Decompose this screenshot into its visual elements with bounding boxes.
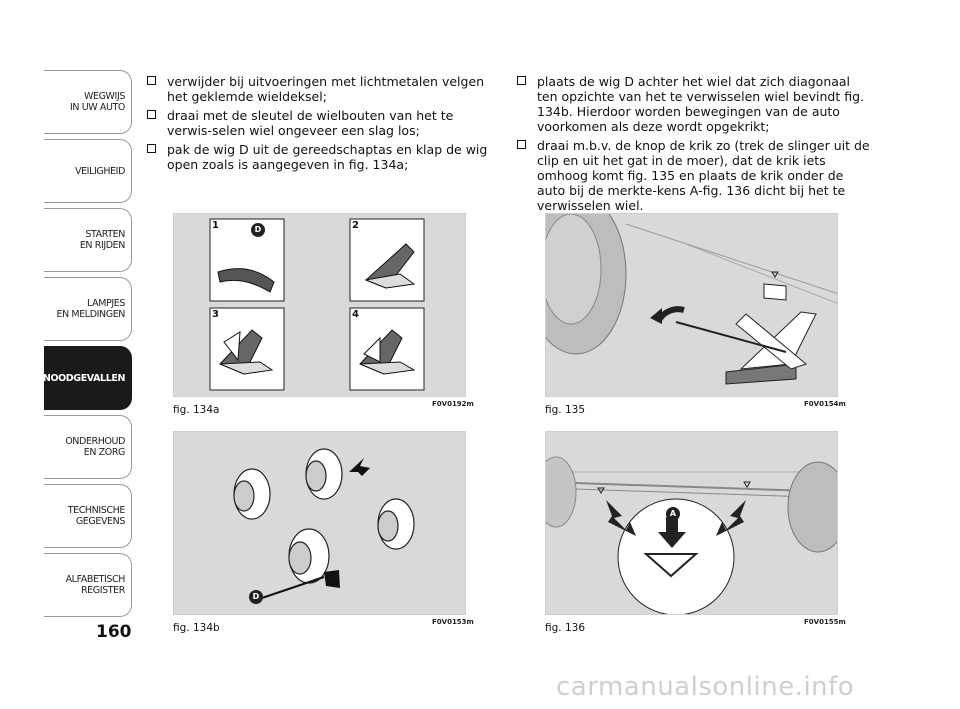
tab-label: ALFABETISCH REGISTER — [65, 574, 126, 596]
list-item: draai met de sleutel de wielbouten van h… — [145, 108, 497, 138]
figure-136: A — [545, 431, 838, 615]
figure-caption: fig. 134b — [173, 622, 220, 634]
tab-label: LAMPJES EN MELDINGEN — [56, 298, 125, 320]
tab-alfabetisch[interactable]: ALFABETISCH REGISTER — [44, 553, 132, 617]
list-item: draai m.b.v. de knop de krik zo (trek de… — [515, 138, 870, 213]
figure-135 — [545, 213, 838, 397]
wedge-illustration — [209, 218, 425, 391]
figure-caption: fig. 136 — [545, 622, 585, 634]
panel-number: 4 — [352, 309, 359, 320]
panel-number: 1 — [212, 220, 219, 231]
checkbox-bullet-icon — [147, 76, 156, 85]
jack-illustration — [546, 214, 837, 385]
jacking-point-illustration — [546, 456, 837, 614]
list-item: pak de wig D uit de gereedschaptas en kl… — [145, 142, 497, 172]
list-item: plaats de wig D achter het wiel dat zich… — [515, 74, 870, 134]
tab-label: WEGWIJS IN UW AUTO — [69, 91, 125, 113]
tab-label: VEILIGHEID — [74, 165, 125, 177]
tab-label: TECHNISCHE GEGEVENS — [67, 505, 126, 527]
figure-code: F0V0154m — [804, 400, 846, 408]
list-item-text: draai met de sleutel de wielbouten van h… — [167, 108, 454, 138]
tab-veiligheid[interactable]: VEILIGHEID — [44, 139, 132, 203]
page-number: 160 — [96, 622, 132, 642]
panel-number: 2 — [352, 220, 359, 231]
tab-lampjes[interactable]: LAMPJES EN MELDINGEN — [44, 277, 132, 341]
tab-label: STARTEN EN RIJDEN — [79, 229, 126, 251]
figure-code: F0V0192m — [432, 400, 474, 408]
tab-starten[interactable]: STARTEN EN RIJDEN — [44, 208, 132, 272]
list-item: verwijder bij uitvoeringen met lichtmeta… — [145, 74, 497, 104]
tab-noodgevallen[interactable]: NOODGEVALLEN — [42, 346, 132, 410]
checkbox-bullet-icon — [517, 76, 526, 85]
figure-code: F0V0155m — [804, 618, 846, 626]
wheels-illustration — [233, 448, 415, 599]
checkbox-bullet-icon — [147, 144, 156, 153]
checkbox-bullet-icon — [517, 140, 526, 149]
figure-caption: fig. 135 — [545, 404, 585, 416]
left-column: verwijder bij uitvoeringen met lichtmeta… — [145, 74, 497, 176]
tab-technische[interactable]: TECHNISCHE GEGEVENS — [44, 484, 132, 548]
figure-code: F0V0153m — [432, 618, 474, 626]
list-item-text: verwijder bij uitvoeringen met lichtmeta… — [167, 74, 485, 104]
checkbox-bullet-icon — [147, 110, 156, 119]
tab-label: NOODGEVALLEN — [42, 372, 125, 384]
marker-d-badge: D — [249, 590, 263, 604]
figure-caption: fig. 134a — [173, 404, 220, 416]
list-item-text: pak de wig D uit de gereedschaptas en kl… — [167, 142, 488, 172]
watermark: carmanualsonline.info — [556, 672, 855, 702]
marker-d-badge: D — [251, 223, 265, 237]
panel-number: 3 — [212, 309, 219, 320]
marker-a-badge: A — [666, 507, 680, 521]
list-item-text: draai m.b.v. de knop de krik zo (trek de… — [537, 138, 870, 213]
tab-label: ONDERHOUD EN ZORG — [65, 436, 125, 458]
tab-wegwijs[interactable]: WEGWIJS IN UW AUTO — [44, 70, 132, 134]
figure-134a: 1 2 3 4 D — [173, 213, 466, 397]
figure-134b: D — [173, 431, 466, 615]
tab-onderhoud[interactable]: ONDERHOUD EN ZORG — [44, 415, 132, 479]
list-item-text: plaats de wig D achter het wiel dat zich… — [537, 74, 865, 134]
right-column: plaats de wig D achter het wiel dat zich… — [515, 74, 870, 217]
